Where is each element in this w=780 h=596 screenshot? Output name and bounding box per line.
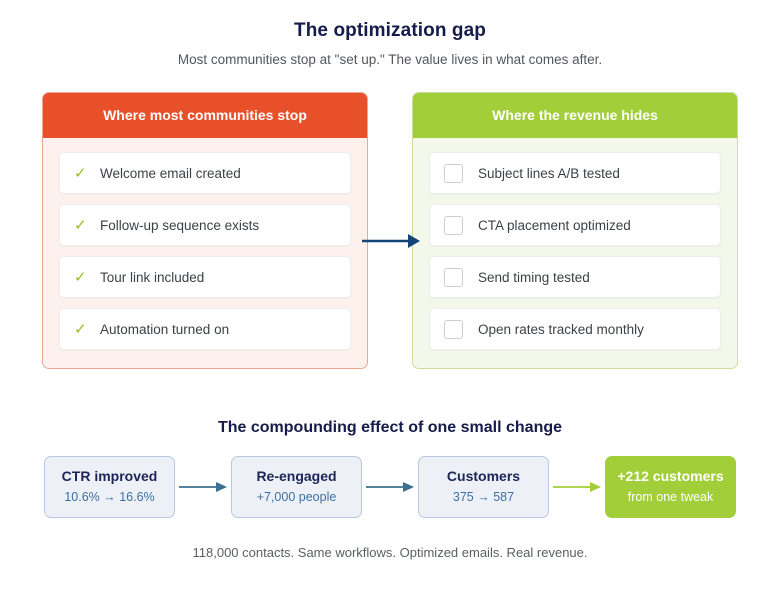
flow-step-subtitle: +7,000 people	[256, 489, 337, 504]
flow-step-subtitle: from one tweak	[627, 489, 714, 504]
panel-transition-arrow-icon	[362, 228, 420, 254]
flow-arrow-1-icon	[175, 477, 231, 497]
flow-step-title: +212 customers	[617, 468, 724, 485]
panel-revenue-hides: Where the revenue hides Subject lines A/…	[412, 92, 738, 369]
panel-left-items: ✓ Welcome email created ✓ Follow-up sequ…	[43, 138, 367, 368]
panel-left-heading: Where most communities stop	[43, 93, 367, 138]
flow-arrow-2-icon	[362, 477, 418, 497]
flow-step-title: CTR improved	[61, 468, 158, 485]
list-item-label: CTA placement optimized	[478, 217, 631, 233]
list-item[interactable]: ✓ Tour link included	[59, 256, 351, 298]
list-item-label: Subject lines A/B tested	[478, 165, 620, 181]
check-icon: ✓	[74, 320, 87, 338]
flow-step-customers[interactable]: Customers 375 → 587	[418, 456, 549, 518]
empty-checkbox-icon[interactable]	[444, 319, 463, 339]
flow-step-subtitle: 10.6% → 16.6%	[64, 489, 155, 504]
list-item[interactable]: ✓ Automation turned on	[59, 308, 351, 350]
header-block: The optimization gap Most communities st…	[0, 0, 780, 67]
empty-checkbox-icon[interactable]	[444, 267, 463, 287]
check-icon: ✓	[74, 268, 87, 286]
flow-section-title: The compounding effect of one small chan…	[217, 419, 563, 436]
list-item[interactable]: Subject lines A/B tested	[429, 152, 721, 194]
flow-arrow-3-icon	[549, 477, 605, 497]
flow-step-title: Re-engaged	[256, 468, 337, 485]
list-item-label: Open rates tracked monthly	[478, 321, 644, 337]
check-icon: ✓	[74, 216, 87, 234]
compounding-flow: CTR improved 10.6% → 16.6% Re-engaged +7…	[44, 456, 736, 518]
list-item-label: Welcome email created	[100, 165, 241, 181]
panel-right-items: Subject lines A/B tested CTA placement o…	[413, 138, 737, 368]
list-item[interactable]: ✓ Follow-up sequence exists	[59, 204, 351, 246]
list-item[interactable]: ✓ Welcome email created	[59, 152, 351, 194]
list-item-label: Tour link included	[100, 269, 205, 285]
empty-checkbox-icon[interactable]	[444, 215, 463, 235]
comparison-panels: Where most communities stop ✓ Welcome em…	[42, 92, 738, 369]
page-title: The optimization gap	[294, 20, 486, 41]
flow-step-title: Customers	[446, 468, 521, 485]
list-item[interactable]: Open rates tracked monthly	[429, 308, 721, 350]
panel-communities-stop: Where most communities stop ✓ Welcome em…	[42, 92, 368, 369]
list-item-label: Automation turned on	[100, 321, 230, 337]
flow-step-result[interactable]: +212 customers from one tweak	[605, 456, 736, 518]
page-subtitle: Most communities stop at "set up." The v…	[177, 52, 603, 67]
list-item-label: Send timing tested	[478, 269, 590, 285]
list-item[interactable]: Send timing tested	[429, 256, 721, 298]
list-item-label: Follow-up sequence exists	[100, 217, 260, 233]
flow-step-re-engaged[interactable]: Re-engaged +7,000 people	[231, 456, 362, 518]
flow-step-ctr-improved[interactable]: CTR improved 10.6% → 16.6%	[44, 456, 175, 518]
flow-step-subtitle: 375 → 587	[452, 489, 515, 504]
empty-checkbox-icon[interactable]	[444, 163, 463, 183]
panel-right-heading: Where the revenue hides	[413, 93, 737, 138]
list-item[interactable]: CTA placement optimized	[429, 204, 721, 246]
check-icon: ✓	[74, 164, 87, 182]
footer-note: 118,000 contacts. Same workflows. Optimi…	[192, 545, 588, 560]
